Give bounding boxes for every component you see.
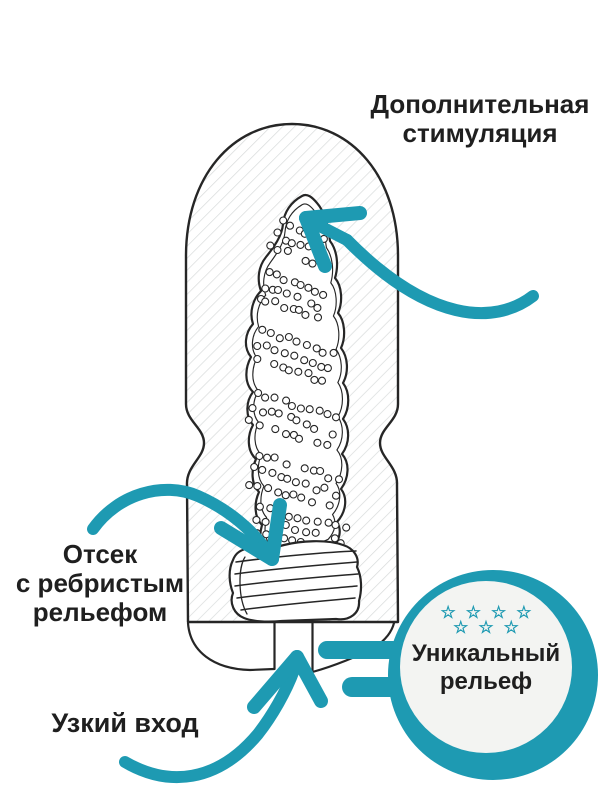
badge-tab-bottom bbox=[342, 677, 402, 697]
star-row-icon: ☆☆☆ bbox=[453, 618, 529, 637]
badge-tab-top bbox=[318, 641, 402, 659]
label-line: Отсек bbox=[62, 539, 138, 569]
label-line: Узкий вход bbox=[51, 708, 199, 738]
unique-relief-badge: ☆☆☆☆ ☆☆☆ Уникальный рельеф bbox=[400, 581, 572, 753]
label-line: стимуляция bbox=[402, 118, 558, 148]
label-narrow-entrance: Узкий вход bbox=[20, 708, 230, 738]
arrow-narrow-entrance-icon bbox=[119, 650, 328, 784]
star-row-icon: ☆☆☆☆ bbox=[440, 603, 542, 622]
label-ribbed-compartment: Отсек с ребристым рельефом bbox=[5, 540, 195, 627]
label-line: Дополнительная bbox=[370, 89, 590, 119]
arrow-ribbed-compartment-icon bbox=[87, 483, 287, 566]
label-line: рельефом bbox=[32, 597, 168, 627]
label-line: с ребристым bbox=[15, 568, 185, 598]
label-additional-stimulation: Дополнительная стимуляция bbox=[330, 90, 600, 148]
arrow-additional-stimulation-icon bbox=[299, 206, 539, 320]
badge-title-line: Уникальный bbox=[411, 640, 561, 667]
badge-title: Уникальный рельеф bbox=[412, 640, 560, 696]
badge-title-line: рельеф bbox=[439, 668, 533, 695]
